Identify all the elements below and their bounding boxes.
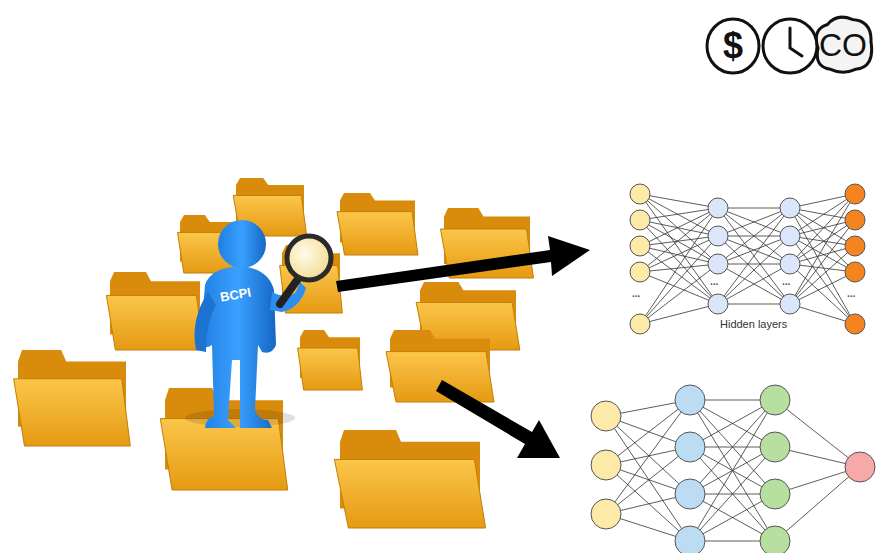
neuron	[675, 479, 705, 509]
network-bottom	[591, 385, 875, 553]
clock-icon	[763, 19, 817, 73]
icon-text: $	[723, 25, 743, 67]
network-link	[640, 194, 718, 236]
layer-caption: Hidden layers	[718, 318, 789, 330]
co-cloud-icon: CO	[812, 13, 874, 77]
neuron	[845, 210, 865, 230]
network-link	[640, 236, 718, 324]
neuron	[780, 254, 800, 274]
neuron	[760, 479, 790, 509]
neuron	[780, 294, 800, 314]
cloud-outline	[816, 17, 871, 72]
network-link	[640, 220, 718, 236]
network-link	[640, 272, 718, 304]
folders	[14, 178, 534, 528]
network-link	[790, 220, 855, 264]
network-link	[718, 264, 790, 265]
neuron	[760, 526, 790, 553]
network-link	[718, 304, 790, 305]
folder-front	[386, 352, 494, 402]
neuron	[845, 314, 865, 334]
network-link	[640, 194, 718, 208]
neuron	[630, 262, 650, 282]
folder-front	[334, 459, 485, 528]
icon-text: CO	[819, 27, 867, 64]
neuron	[591, 450, 621, 480]
neuron	[630, 314, 650, 334]
neuron	[630, 210, 650, 230]
network-link	[775, 467, 860, 541]
network-link	[790, 272, 855, 304]
neuron	[760, 385, 790, 415]
neuron	[591, 401, 621, 431]
folder-front	[106, 295, 203, 350]
neuron	[760, 432, 790, 462]
neuron	[630, 236, 650, 256]
pointer-arrows	[336, 236, 590, 458]
folder-front	[14, 379, 131, 446]
neuron	[845, 184, 865, 204]
network-link	[718, 236, 790, 264]
person-figure	[185, 220, 331, 428]
neuron	[591, 499, 621, 529]
neuron	[780, 198, 800, 218]
neuron	[845, 452, 875, 482]
network-link	[718, 208, 790, 304]
neuron	[708, 226, 728, 246]
icon-ring	[707, 19, 759, 73]
network-top	[630, 184, 865, 334]
network-link	[718, 236, 790, 264]
neuron	[708, 198, 728, 218]
folder-front	[160, 419, 287, 490]
network-link	[640, 194, 718, 264]
network-link	[690, 400, 775, 541]
network-link	[718, 208, 790, 304]
network-link	[718, 236, 790, 304]
dollar-icon: $	[705, 17, 761, 75]
neuron	[675, 432, 705, 462]
neuron	[630, 184, 650, 204]
neuron	[780, 226, 800, 246]
network-link	[718, 236, 790, 304]
network-link	[640, 208, 718, 324]
neuron	[675, 526, 705, 553]
neuron	[708, 254, 728, 274]
network-link	[640, 304, 718, 324]
ellipsis: ...	[847, 288, 855, 299]
ellipsis: ...	[782, 276, 790, 287]
network-link	[640, 264, 718, 324]
network-link	[690, 400, 775, 541]
ellipsis: ...	[710, 276, 718, 287]
neuron	[845, 262, 865, 282]
network-panel	[622, 178, 874, 340]
network-link	[640, 208, 718, 272]
folder-front	[337, 212, 418, 255]
network-link	[718, 264, 790, 304]
network-link	[640, 264, 718, 272]
neuron	[708, 294, 728, 314]
network-link	[790, 194, 855, 236]
network-link	[718, 208, 790, 209]
neuron	[845, 236, 865, 256]
folder-front	[298, 348, 363, 390]
network-link	[640, 246, 718, 304]
network-link	[775, 400, 860, 467]
neuron	[675, 385, 705, 415]
ellipsis: ...	[632, 288, 640, 299]
